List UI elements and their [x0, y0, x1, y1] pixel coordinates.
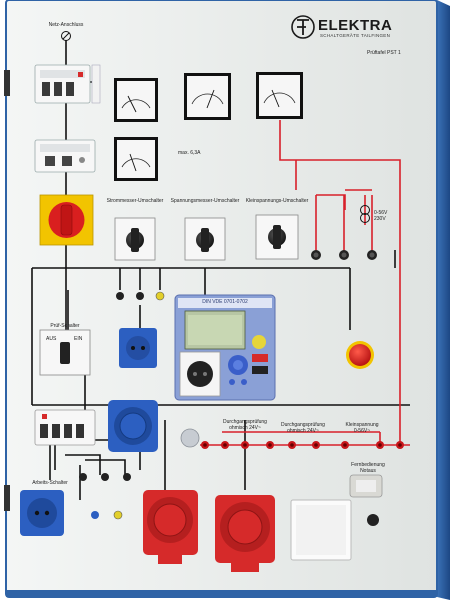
breakers-bottom[interactable]	[34, 409, 96, 446]
knob-bottom-right[interactable]	[367, 514, 379, 526]
voltmeter	[184, 73, 231, 120]
switch-on-label: EIN	[74, 336, 83, 342]
switch-off-label: AUS	[46, 336, 57, 342]
blue-socket-small[interactable]	[119, 328, 157, 368]
ammeter	[114, 78, 158, 122]
low-voltage-label: Kleinspannung 0-56V~	[345, 422, 379, 434]
low-voltage-selector-switch[interactable]	[255, 214, 299, 260]
mains-symbol	[61, 31, 71, 41]
ammeter-switch-label: Strommesser-Umschalter	[106, 198, 164, 204]
grey-button[interactable]	[180, 428, 200, 448]
low-voltage-switch-label: Kleinspannungs-Umschalter	[245, 198, 309, 204]
current-meter-small	[114, 137, 158, 181]
continuity-test-2-label: Durchgangsprüfung ohmisch 24V~	[281, 422, 325, 434]
brand-name: ELEKTRA	[318, 17, 393, 34]
continuity-test-1-label: Durchgangsprüfung ohmisch 24V~	[223, 419, 267, 431]
voltmeter-switch-label: Spannungsmesser-Umschalter	[170, 198, 240, 204]
red-cee-socket-right[interactable]	[215, 495, 275, 572]
installation-tester[interactable]	[174, 294, 276, 401]
mains-label: Netz-Anschluss	[48, 22, 84, 28]
panel-label: Prüftafel PST 1	[367, 50, 401, 56]
remote-control-label: Fernbedienung Notaus	[351, 462, 385, 474]
brand-subtitle: SCHALTGERÄTE TAILFINGEN	[320, 33, 391, 38]
main-switch[interactable]	[39, 194, 94, 246]
elektra-logo	[291, 15, 315, 39]
meter-current-label: max. 6,3A	[178, 150, 201, 156]
work-switch-label: Arbeits-Schalter	[32, 480, 68, 486]
terminal-l[interactable]	[116, 291, 165, 301]
fuse-holder[interactable]	[311, 250, 377, 260]
red-cee-socket-left[interactable]	[143, 490, 198, 564]
rcd-breaker-top	[34, 64, 101, 104]
ammeter-selector-switch[interactable]	[114, 217, 156, 261]
device-label: DIN VDE 0701-0702	[202, 299, 248, 305]
voltmeter-selector-switch[interactable]	[184, 217, 226, 261]
transformer-label: 0-56V 230V	[374, 210, 388, 222]
transformer-symbol	[360, 205, 370, 223]
emergency-stop-button[interactable]	[346, 341, 374, 369]
blue-socket-cee[interactable]	[108, 400, 158, 452]
rcd-breaker-second	[34, 139, 96, 173]
test-switch-label: Prüf-Schalter	[50, 323, 80, 329]
remote-control-plug[interactable]	[349, 474, 383, 498]
red-wiring	[200, 120, 410, 446]
wall-switch[interactable]	[290, 499, 352, 561]
test-switch[interactable]	[39, 329, 91, 376]
terminals-bottom[interactable]	[79, 473, 131, 520]
low-voltage-meter	[256, 72, 303, 119]
blue-socket-work[interactable]	[20, 490, 64, 536]
test-jacks-red[interactable]	[201, 441, 404, 449]
